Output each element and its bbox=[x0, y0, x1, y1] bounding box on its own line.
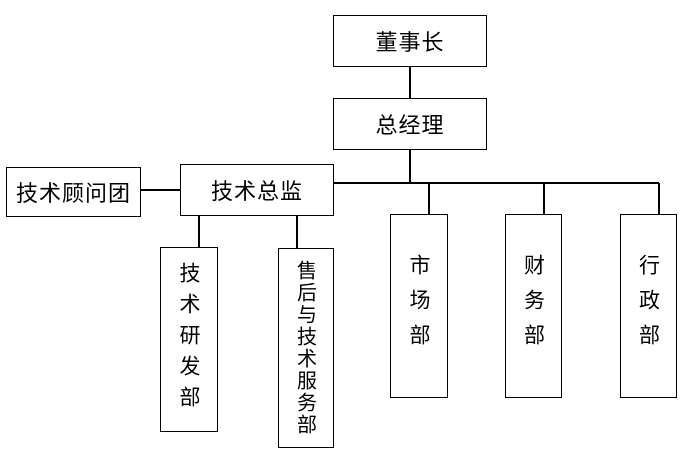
node-general-manager: 总经理 bbox=[333, 98, 487, 150]
node-presales-tech-service-dept: 售后与技术服务部 bbox=[278, 248, 334, 448]
node-technical-advisory-group: 技术顾问团 bbox=[6, 167, 141, 217]
node-admin-dept: 行政部 bbox=[620, 214, 677, 398]
node-chairman: 董事长 bbox=[333, 15, 487, 67]
node-technical-director: 技术总监 bbox=[180, 164, 334, 216]
node-market-dept: 市场部 bbox=[390, 214, 448, 398]
node-tech-rd-dept: 技术研发部 bbox=[160, 247, 218, 432]
node-finance-dept: 财务部 bbox=[505, 214, 562, 398]
